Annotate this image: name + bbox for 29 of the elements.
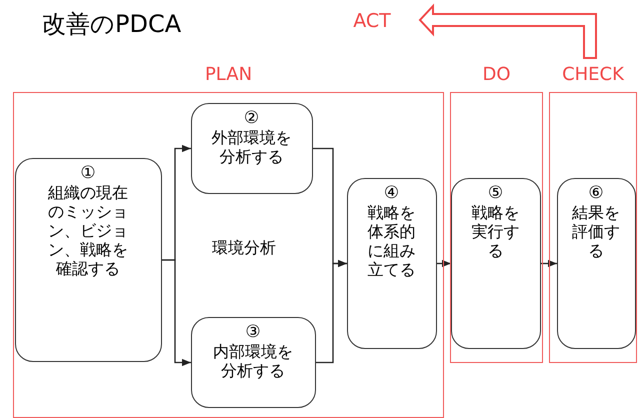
step-text: 結果を評価する <box>571 202 621 260</box>
step-text: 戦略を実行する <box>470 202 520 260</box>
step-text: 戦略を体系的に組み立てる <box>366 202 416 278</box>
phase-heading: PLAN <box>204 64 254 85</box>
arrow <box>437 260 451 268</box>
step-number: ③ <box>245 322 261 342</box>
step-text: 内部環境を分析する <box>212 342 294 380</box>
arrow <box>541 260 557 268</box>
group-label: 環境分析 <box>212 238 276 259</box>
process-box <box>190 316 316 408</box>
arrow <box>162 259 191 366</box>
process-box <box>450 178 540 348</box>
step-number: ② <box>244 108 260 128</box>
step-number: ④ <box>384 182 400 202</box>
process-box <box>14 158 162 362</box>
step-number: ⑥ <box>588 182 604 202</box>
step-text: 組織の現在のミッション、ビジョン、戦略を確認する <box>47 182 129 278</box>
process-box <box>346 178 436 348</box>
block-arrow <box>418 3 597 59</box>
phase-heading: DO <box>481 64 512 85</box>
phase-label: ACT <box>352 10 392 32</box>
step-number: ① <box>80 162 96 182</box>
arrow <box>316 260 347 364</box>
step-text: 外部環境を分析する <box>210 128 292 166</box>
diagram-title: 改善のPDCA <box>42 9 182 40</box>
step-number: ⑤ <box>488 182 504 202</box>
process-box <box>190 102 312 194</box>
phase-heading: CHECK <box>561 64 626 85</box>
process-box <box>556 178 636 348</box>
